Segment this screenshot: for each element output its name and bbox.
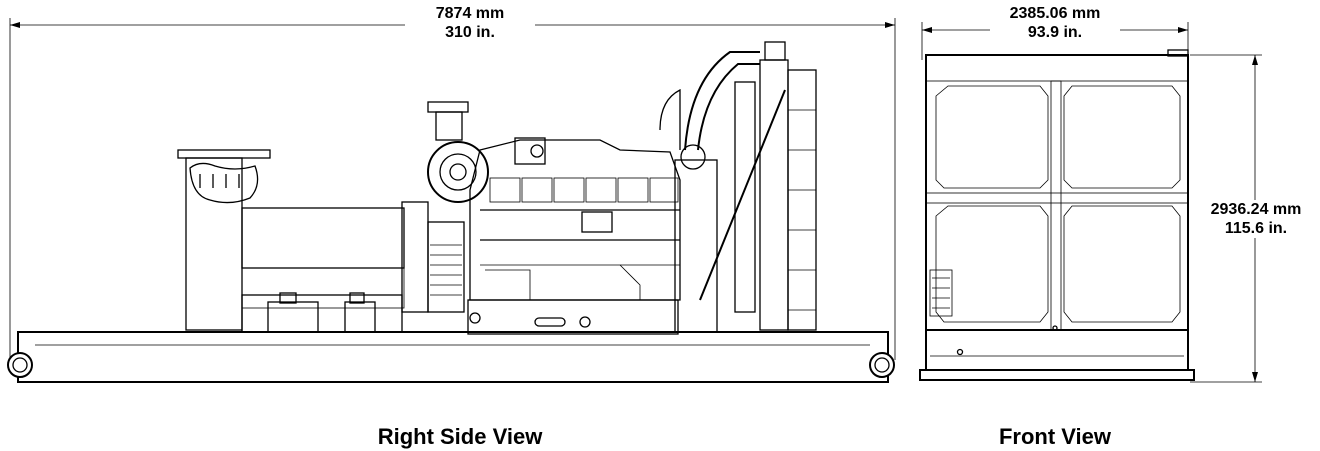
flywheel-housing xyxy=(401,201,465,313)
engine-block xyxy=(467,137,681,335)
air-intake xyxy=(427,101,489,203)
front-height-in: 115.6 in. xyxy=(1224,220,1288,237)
front-view-caption: Front View xyxy=(998,424,1112,449)
radiator xyxy=(734,41,817,331)
front-height-label: 2936.24 mm 115.6 in. xyxy=(1196,200,1316,238)
side-length-mm: 7874 mm xyxy=(435,5,505,22)
skid-base xyxy=(7,331,895,383)
engine-mounts xyxy=(267,292,376,333)
front-height-mm: 2936.24 mm xyxy=(1210,201,1302,218)
front-width-label: 2385.06 mm 93.9 in. xyxy=(990,4,1120,42)
side-view-caption: Right Side View xyxy=(377,424,543,449)
side-length-label: 7874 mm 310 in. xyxy=(405,4,535,42)
front-width-in: 93.9 in. xyxy=(1027,24,1083,41)
fan-assembly xyxy=(659,51,786,333)
side-length-in: 310 in. xyxy=(445,24,495,41)
alternator-housing xyxy=(177,149,405,333)
front-view-frame xyxy=(919,49,1195,381)
front-width-mm: 2385.06 mm xyxy=(1009,5,1101,22)
